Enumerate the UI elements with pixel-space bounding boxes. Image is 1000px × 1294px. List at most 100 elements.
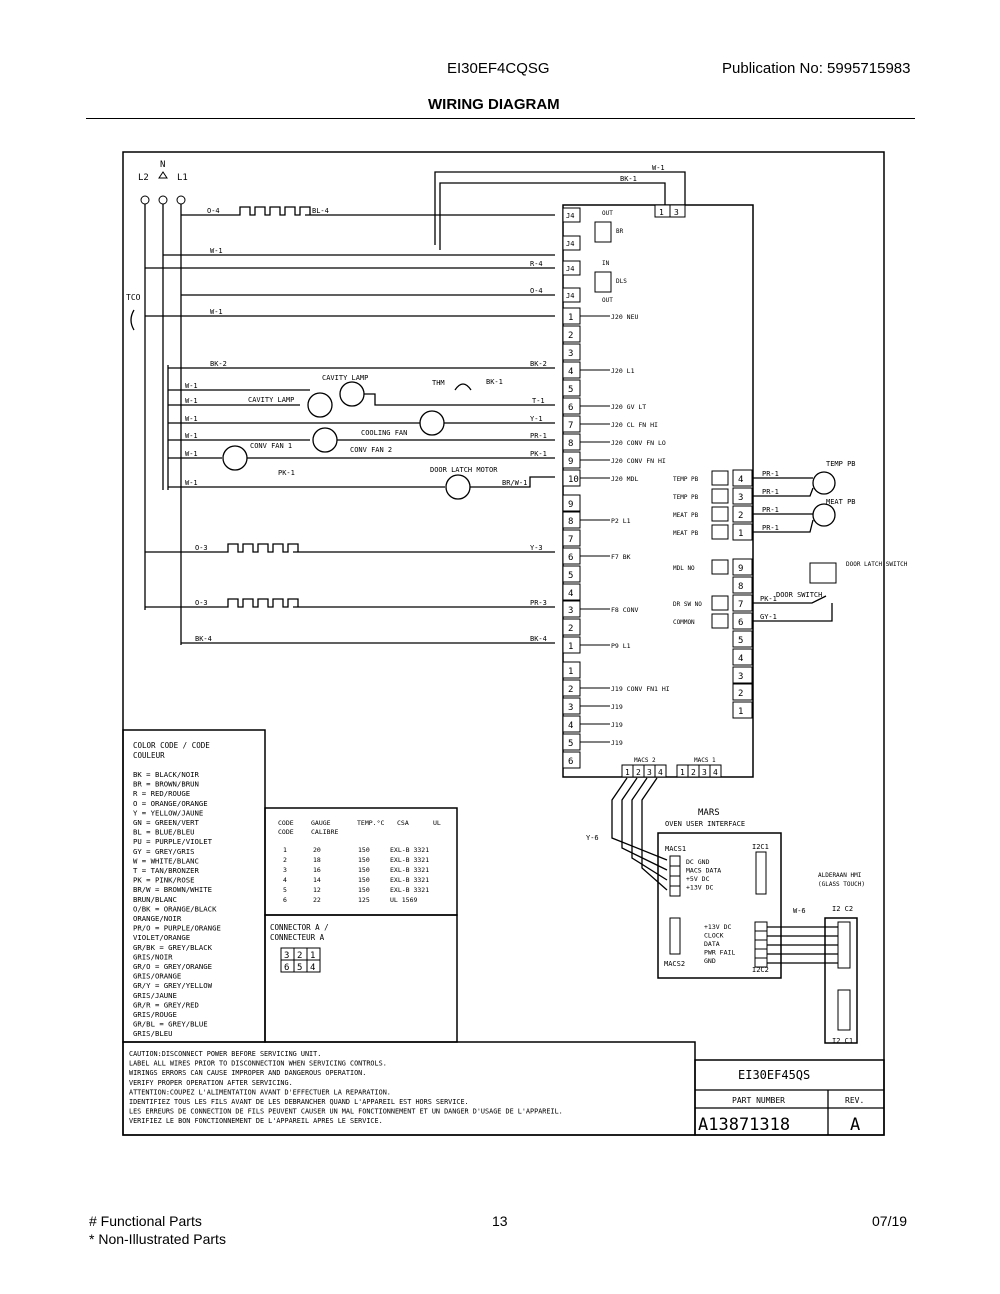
mars-board [657,832,782,979]
hmi-board [824,917,858,1044]
gauge-header: CSA [397,819,409,827]
gauge-header: TEMP.°C [357,819,384,827]
wire-label: PR-3 [530,599,547,607]
color-code-row: BRUN/BLANC [133,895,177,904]
terminal-l2-label: L2 [138,173,149,183]
cavity-lamp-label: CAVITY LAMP [322,374,368,382]
j6-pin-label: 7 [568,421,573,431]
connector-pin [562,751,581,769]
wire-label: W-1 [652,164,665,172]
connector-a-label: 3 [284,951,289,961]
wire-label: PR-1 [762,524,779,532]
relay-in-label: IN [602,260,610,267]
revision-date: 07/19 [872,1213,908,1229]
gauge-cell: 125 [358,896,370,904]
gauge-header: CODE [278,819,294,827]
tco-label: TCO [126,293,141,302]
wire-label: W-1 [210,247,223,255]
wire-label: W-1 [185,415,198,423]
bake-element-icon [225,543,299,553]
publication-number: Publication No: 5995715983 [722,60,911,77]
caution-line: CAUTION:DISCONNECT POWER BEFORE SERVICIN… [129,1050,321,1058]
caution-line: ATTENTION:COUPEZ L'ALIMENTATION AVANT D'… [129,1088,391,1096]
wire-label: GY-1 [760,613,777,621]
color-code-row: GR/BK = GREY/BLACK [133,943,213,952]
conv-fan-2-label: CONV FAN 2 [350,446,392,454]
j4-pin-label: J4 [566,292,574,300]
relay-k1-icon [594,221,612,243]
right-connector-pin [732,630,753,648]
color-code-row: PR/O = PURPLE/ORANGE [133,924,221,933]
non-illustrated-parts-note: * Non-Illustrated Parts [89,1231,226,1247]
hmi-title: ALDERAAN HMI [818,872,862,879]
color-code-row: GRIS/ROUGE [133,1010,177,1019]
caution-line: VERIFY PROPER OPERATION AFTER SERVICING. [129,1079,293,1087]
connector-pin-label: 2 [568,624,573,634]
color-code-row: BL = BLUE/BLEU [133,828,195,837]
conv-fan-1-label: CONV FAN 1 [250,442,292,450]
terminal-l1-label: L1 [177,173,188,183]
gauge-cell: 1 [283,846,287,854]
wire-label: Y-3 [530,544,543,552]
right-connector-pin [732,648,753,666]
j4-pin [562,207,581,223]
mars-i2c-pin [754,930,768,941]
title-block-model: EI30EF45QS [738,1068,810,1082]
connector-pin-label: 5 [568,739,573,749]
right-connector-label: 2 [738,689,743,699]
door-latch-switch-icon [809,562,837,584]
wire-label: W-1 [185,432,198,440]
mars-macs-pin [669,855,681,867]
gauge-cell: EXL-B 3321 [390,866,429,874]
connector-pin-label: 7 [568,535,573,545]
door-latch-motor-icon [445,474,471,500]
color-code-row: GY = GREY/GRIS [133,847,195,856]
board-output-label: P9 L1 [611,642,631,650]
terminal-n [158,195,168,205]
wire-label: O-3 [195,544,208,552]
macs-pin-label: 1 [625,768,630,777]
connector-pin-label: 1 [568,642,573,652]
macs-pin-label: 4 [713,768,718,777]
right-connector-label: 1 [738,529,743,539]
mars-macs-pin [669,875,681,887]
gauge-header: GAUGE [311,819,331,827]
j6-pin-label: 1 [568,313,573,323]
mars-macs2-connector [669,917,681,955]
probe-jack [711,488,729,504]
mars-macs-line: DC GND [686,858,710,866]
right-connector-pin [732,701,753,719]
wire-label: W-6 [793,907,806,915]
mars-subtitle: OVEN USER INTERFACE [665,820,745,828]
right-connector-name: MEAT PB [673,530,699,537]
wire-label: PK-1 [530,450,547,458]
probe-jack [711,595,729,611]
mars-macs-pin [669,865,681,877]
board-output-label: J20 CL FN HI [611,421,658,429]
gauge-cell: 150 [358,866,370,874]
board-output-label: J19 [611,703,623,711]
gauge-cell: 150 [358,846,370,854]
color-code-row: GN = GREEN/VERT [133,818,200,827]
gauge-cell: EXL-B 3321 [390,856,429,864]
cooling-fan-label: COOLING FAN [361,429,407,437]
wire-label: PK-1 [278,469,295,477]
wire-label: W-1 [210,308,223,316]
wire-label: PR-1 [762,506,779,514]
color-code-row: BR/W = BROWN/WHITE [133,885,212,894]
right-connector-pin [732,558,753,576]
relay-out-label: OUT [602,297,613,304]
macs-pin-label: 2 [636,768,641,777]
mars-macs-pin [669,885,681,897]
connector-a-pin [306,959,321,973]
j6-pin [562,379,581,397]
color-code-row: PU = PURPLE/VIOLET [133,837,213,846]
color-code-row: GRIS/JAUNE [133,991,177,1000]
mars-macs-line: MACS DATA [686,867,721,875]
terminal-l1 [176,195,186,205]
j4-pin-label: J4 [566,212,574,220]
mars-i2c1-connector [755,851,767,895]
j6-pin [562,325,581,343]
right-connector-name: TEMP PB [673,494,699,501]
mars-i2c-line: GND [704,957,716,965]
